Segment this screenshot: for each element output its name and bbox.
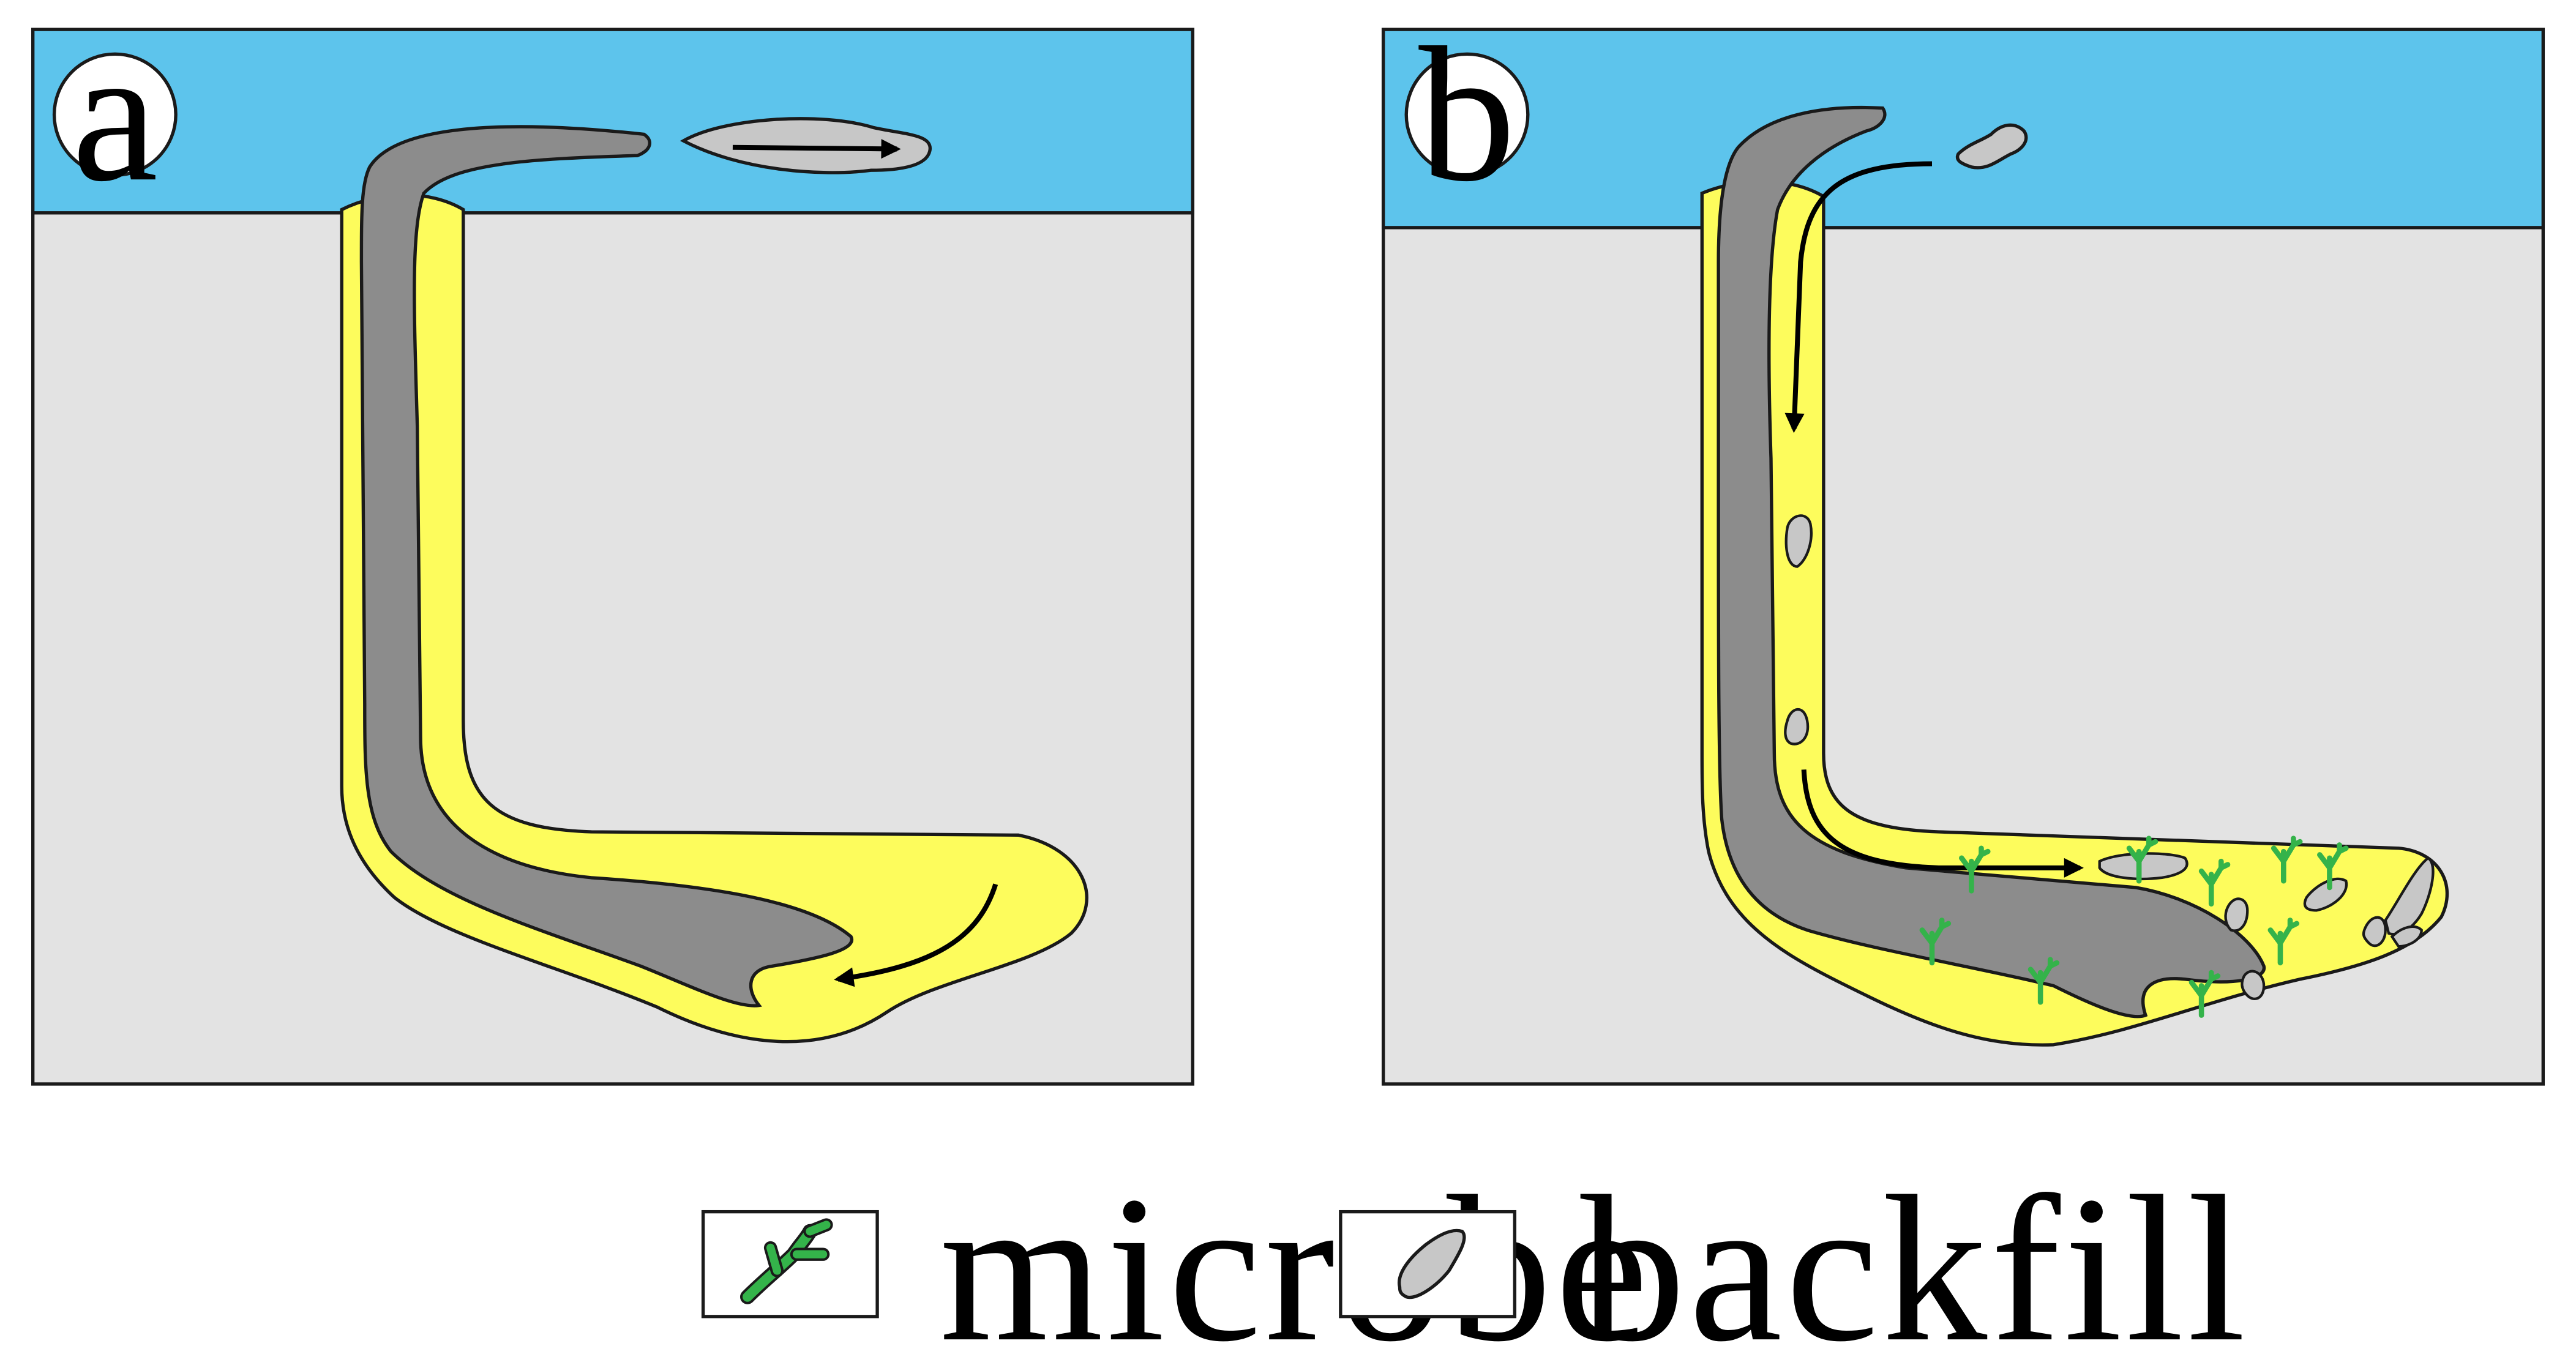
backfill-icon (1397, 1228, 1466, 1299)
legend-label-microbe: microbe (940, 1153, 1652, 1346)
flow-arrow (834, 883, 998, 987)
legend-label-backfill: backfill (1581, 1153, 2249, 1346)
backfill-pellet (1955, 123, 2028, 170)
panel-b: b (1381, 8, 2545, 1086)
legend-item-backfill: backfill (1339, 1153, 2249, 1346)
panel-a: a (31, 8, 1195, 1086)
movement-arrow (732, 139, 901, 159)
burrowing-animal (359, 125, 854, 1008)
burrow-lining (340, 193, 1088, 1044)
panel-b-label: b (1404, 8, 1530, 222)
backfill-pellet (680, 117, 932, 174)
burrowing-animal (1717, 105, 2266, 1019)
legend: microbe backfill (701, 1153, 2249, 1346)
water-layer (31, 28, 1195, 215)
microbe-icon (739, 1218, 833, 1304)
panel-a-letter: a (72, 8, 159, 222)
backfill-pellets (1784, 514, 2435, 1000)
flow-arrow-horizontal (1801, 769, 2084, 878)
water-layer (1381, 28, 2545, 230)
panel-a-label: a (52, 8, 178, 222)
legend-item-microbe: microbe (701, 1153, 1652, 1346)
flow-arrow-down (1784, 161, 1933, 433)
panel-b-letter: b (1418, 8, 1515, 222)
